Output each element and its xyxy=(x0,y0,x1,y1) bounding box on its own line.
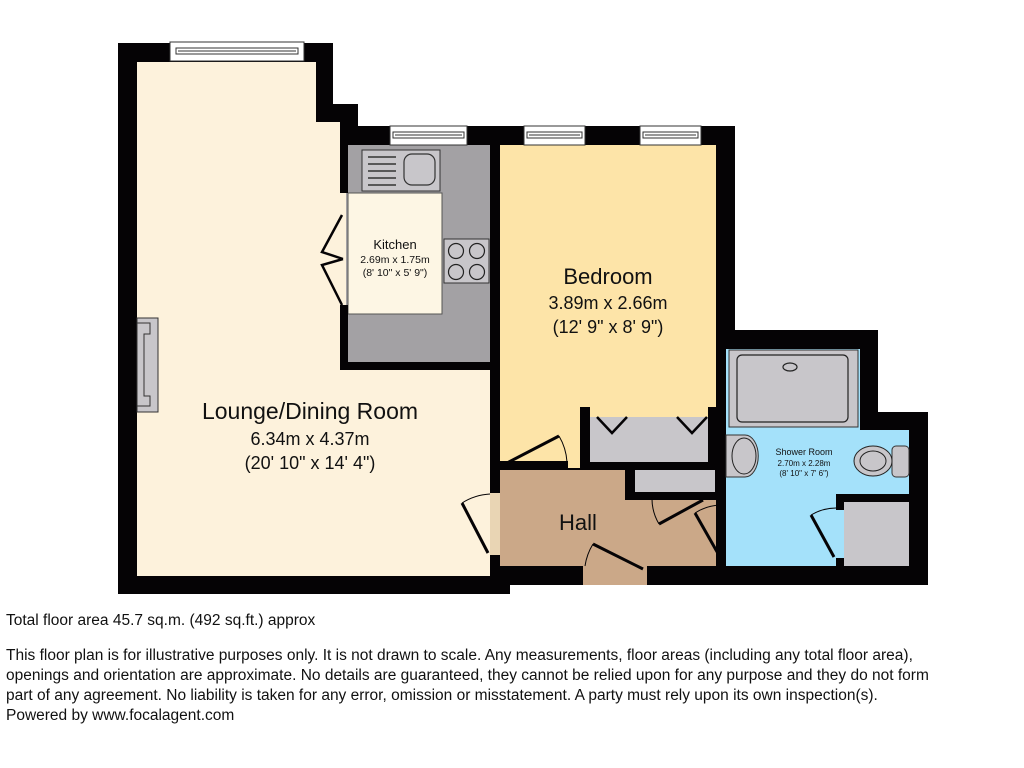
washbasin-icon xyxy=(725,434,759,478)
svg-text:Kitchen: Kitchen xyxy=(373,237,416,252)
lounge-floor xyxy=(137,62,490,576)
svg-text:(12' 9" x 8' 9"): (12' 9" x 8' 9") xyxy=(553,317,664,337)
svg-text:(8' 10" x 7' 6"): (8' 10" x 7' 6") xyxy=(779,469,829,478)
svg-text:(8' 10" x 5' 9"): (8' 10" x 5' 9") xyxy=(363,267,428,279)
label-kitchen: Kitchen 2.69m x 1.75m (8' 10" x 5' 9") xyxy=(360,237,430,279)
label-hall: Hall xyxy=(559,510,597,535)
window-lounge xyxy=(169,41,305,62)
svg-text:Shower Room: Shower Room xyxy=(775,447,832,457)
svg-text:6.34m x 4.37m: 6.34m x 4.37m xyxy=(250,429,369,449)
floor-plan: Lounge/Dining Room 6.34m x 4.37m (20' 10… xyxy=(118,41,928,594)
svg-text:Bedroom: Bedroom xyxy=(563,264,652,289)
bedroom-floor xyxy=(500,145,716,468)
label-lounge: Lounge/Dining Room 6.34m x 4.37m (20' 10… xyxy=(202,398,418,473)
total-floor-area: Total floor area 45.7 sq.m. (492 sq.ft.)… xyxy=(6,612,316,629)
powered-by-credit: Powered by www.focalagent.com xyxy=(6,707,235,724)
hall-floor xyxy=(500,470,716,566)
svg-text:2.69m x 1.75m: 2.69m x 1.75m xyxy=(360,254,430,266)
kitchen-bifold-door xyxy=(320,214,344,306)
hob-icon xyxy=(443,238,490,284)
window-kitchen xyxy=(389,125,468,146)
svg-text:3.89m x 2.66m: 3.89m x 2.66m xyxy=(548,293,667,313)
sink-icon xyxy=(361,149,441,192)
label-bedroom: Bedroom 3.89m x 2.66m (12' 9" x 8' 9") xyxy=(548,264,667,337)
kitchen-floor xyxy=(347,192,443,315)
window-bedroom-1 xyxy=(523,125,586,146)
doors xyxy=(460,434,722,571)
wardrobe-icon xyxy=(590,417,708,462)
fireplace-icon xyxy=(136,317,159,413)
windows xyxy=(169,41,702,146)
cupboard-icon xyxy=(844,502,909,566)
entrance-door-opening xyxy=(583,566,647,585)
svg-text:(20' 10" x 14' 4"): (20' 10" x 14' 4") xyxy=(245,453,376,473)
svg-text:Hall: Hall xyxy=(559,510,597,535)
window-bedroom-2 xyxy=(639,125,702,146)
disclaimer-line: part of any agreement. No liability is t… xyxy=(6,687,878,704)
shower-tray-icon xyxy=(728,349,859,428)
toilet-icon xyxy=(853,445,910,478)
label-shower-room: Shower Room 2.70m x 2.28m (8' 10" x 7' 6… xyxy=(775,447,832,478)
disclaimer-line: This floor plan is for illustrative purp… xyxy=(6,647,913,664)
disclaimer-line: openings and orientation are approximate… xyxy=(6,667,929,684)
svg-text:Lounge/Dining Room: Lounge/Dining Room xyxy=(202,398,418,424)
disclaimer: This floor plan is for illustrative purp… xyxy=(6,646,1024,726)
svg-text:2.70m x 2.28m: 2.70m x 2.28m xyxy=(778,459,831,468)
